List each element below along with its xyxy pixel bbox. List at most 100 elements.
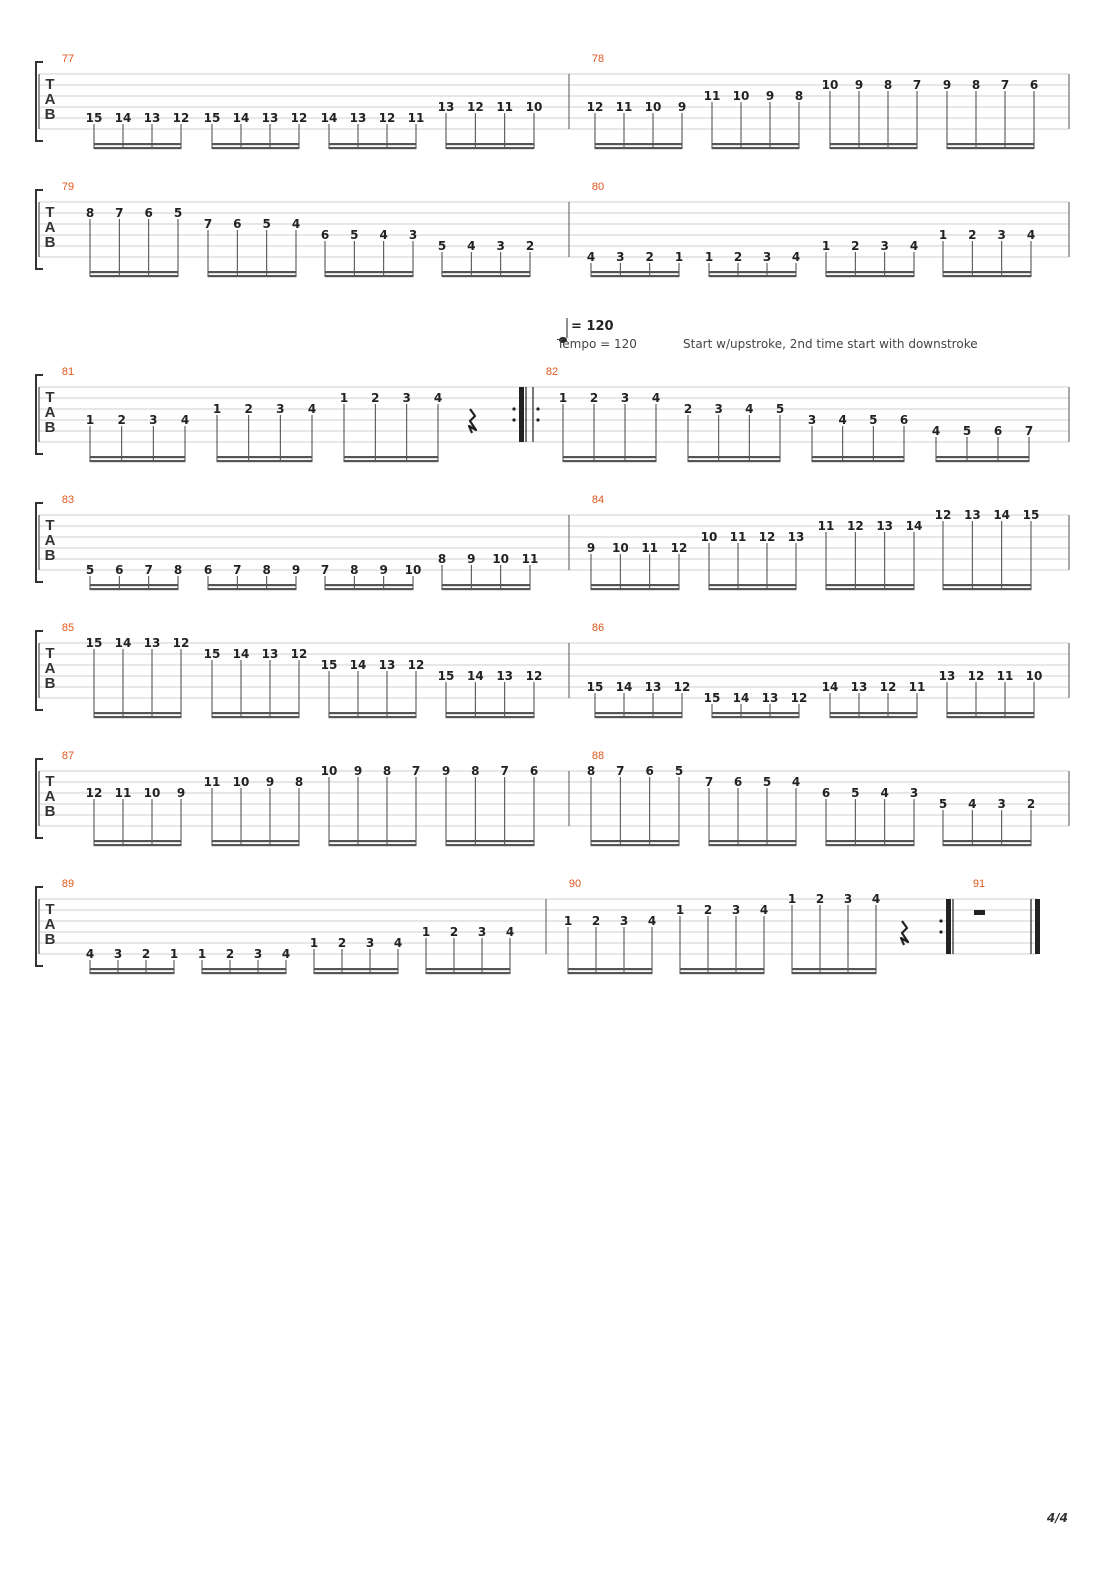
fret-number: 3	[621, 391, 629, 405]
repeat-dot	[512, 407, 516, 411]
beam	[344, 460, 438, 463]
tab-clef-t: T	[45, 204, 54, 221]
beam	[212, 840, 299, 843]
beam	[217, 460, 312, 463]
fret-number: 3	[366, 936, 374, 950]
fret-number: 11	[909, 680, 926, 694]
fret-number: 6	[233, 217, 241, 231]
beam	[202, 968, 286, 971]
fret-number: 12	[935, 508, 952, 522]
fret-number: 4	[282, 947, 290, 961]
fret-number: 15	[438, 669, 455, 683]
final-barline-thick	[1035, 899, 1040, 954]
half-rest	[974, 910, 985, 915]
quarter-rest	[899, 920, 910, 946]
beam	[680, 972, 764, 975]
fret-number: 10	[526, 100, 543, 114]
fret-number: 2	[851, 239, 859, 253]
fret-number: 12	[759, 530, 776, 544]
beam	[94, 143, 181, 146]
fret-number: 12	[587, 100, 604, 114]
fret-number: 9	[587, 541, 595, 555]
fret-number: 5	[438, 239, 446, 253]
fret-number: 5	[174, 206, 182, 220]
beam	[830, 716, 917, 719]
fret-number: 11	[522, 552, 539, 566]
tab-clef-b: B	[45, 675, 56, 692]
beam	[712, 147, 799, 150]
tab-clef-t: T	[45, 901, 54, 918]
fret-number: 4	[792, 250, 800, 264]
fret-number: 14	[616, 680, 633, 694]
fret-number: 12	[291, 647, 308, 661]
fret-number: 13	[379, 658, 396, 672]
fret-number: 7	[144, 563, 152, 577]
fret-number: 4	[838, 413, 846, 427]
fret-number: 5	[262, 217, 270, 231]
fret-number: 4	[872, 892, 880, 906]
fret-number: 4	[379, 228, 387, 242]
beam	[943, 275, 1031, 278]
fret-number: 3	[714, 402, 722, 416]
fret-number: 2	[450, 925, 458, 939]
fret-number: 12	[379, 111, 396, 125]
fret-number: 6	[115, 563, 123, 577]
measure-number: 81	[62, 366, 74, 378]
system-bracket	[35, 374, 43, 455]
fret-number: 6	[822, 786, 830, 800]
fret-number: 12	[173, 111, 190, 125]
beam	[943, 271, 1031, 274]
fret-number: 12	[467, 100, 484, 114]
fret-number: 3	[732, 903, 740, 917]
fret-number: 14	[822, 680, 839, 694]
beam	[90, 460, 185, 463]
measure-number: 86	[592, 622, 604, 634]
fret-number: 12	[173, 636, 190, 650]
fret-number: 8	[795, 89, 803, 103]
measure-number: 77	[62, 53, 74, 65]
fret-number: 2	[734, 250, 742, 264]
fret-number: 10	[1026, 669, 1043, 683]
fret-number: 6	[321, 228, 329, 242]
fret-number: 4	[648, 914, 656, 928]
beam	[90, 584, 178, 587]
beam	[936, 460, 1029, 463]
fret-number: 7	[1001, 78, 1009, 92]
tab-clef-t: T	[45, 773, 54, 790]
fret-number: 10	[144, 786, 161, 800]
fret-number: 14	[115, 111, 132, 125]
beam	[202, 972, 286, 975]
beam	[936, 456, 1029, 459]
beam	[94, 147, 181, 150]
fret-number: 2	[968, 228, 976, 242]
fret-number: 7	[412, 764, 420, 778]
beam	[709, 588, 796, 591]
fret-number: 1	[422, 925, 430, 939]
fret-number: 11	[408, 111, 425, 125]
fret-number: 13	[645, 680, 662, 694]
fret-number: 2	[816, 892, 824, 906]
fret-number: 9	[442, 764, 450, 778]
fret-number: 10	[733, 89, 750, 103]
fret-number: 11	[704, 89, 721, 103]
measure-number: 79	[62, 181, 74, 193]
fret-number: 4	[652, 391, 660, 405]
measure-number: 89	[62, 878, 74, 890]
fret-number: 13	[438, 100, 455, 114]
fret-number: 3	[409, 228, 417, 242]
fret-number: 11	[115, 786, 132, 800]
fret-number: 4	[434, 391, 442, 405]
page-number: 4/4	[1046, 1511, 1068, 1525]
fret-number: 5	[776, 402, 784, 416]
fret-number: 11	[997, 669, 1014, 683]
fret-number: 3	[880, 239, 888, 253]
repeat-barline-thick	[946, 899, 951, 954]
fret-number: 11	[818, 519, 835, 533]
fret-number: 9	[177, 786, 185, 800]
system-bracket	[35, 886, 43, 967]
fret-number: 2	[684, 402, 692, 416]
beam	[344, 456, 438, 459]
fret-number: 3	[620, 914, 628, 928]
beam	[568, 968, 652, 971]
